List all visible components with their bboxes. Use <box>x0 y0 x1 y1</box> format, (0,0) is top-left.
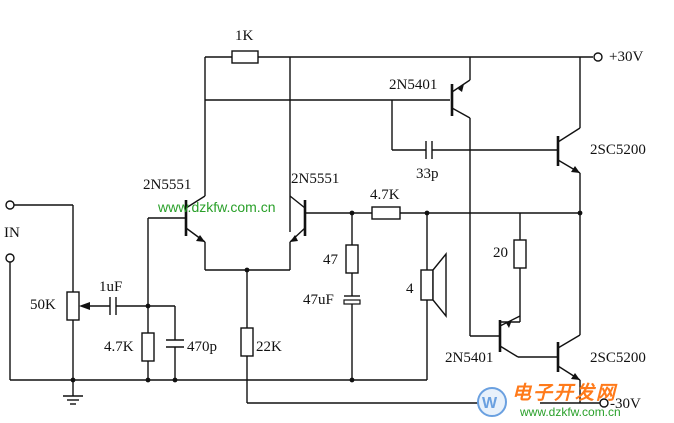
potentiometer-50k <box>66 291 80 321</box>
label-capacitor-470p: 470p <box>187 339 217 355</box>
vplus-terminal <box>593 52 603 62</box>
label-capacitor-33p: 33p <box>416 166 439 182</box>
ground-icon <box>63 395 83 405</box>
label-input: IN <box>4 225 20 241</box>
resistor-20 <box>513 239 527 269</box>
label-capacitor-47uf: 47uF <box>303 292 334 308</box>
transistor-2sc5200-bottom <box>556 334 581 403</box>
resistor-47 <box>345 244 359 274</box>
transistor-2sc5200-top <box>556 127 581 335</box>
label-resistor-20: 20 <box>493 245 508 261</box>
transistor-2n5401-top <box>450 79 471 150</box>
logo-url: www.dzkfw.com.cn <box>520 405 621 419</box>
watermark-url: www.dzkfw.com.cn <box>158 199 276 215</box>
logo-text: 电子开发网 <box>512 382 618 404</box>
label-resistor-4-7k-feedback: 4.7K <box>370 187 400 203</box>
label-2n5401-top: 2N5401 <box>389 77 438 93</box>
resistor-4-7k-feedback <box>371 206 401 220</box>
speaker-icon <box>420 252 447 318</box>
label-resistor-22k: 22K <box>256 339 282 355</box>
label-speaker: 4 <box>406 281 414 297</box>
label-resistor-4-7k-input: 4.7K <box>104 339 134 355</box>
resistor-4-7k-input <box>141 332 155 362</box>
label-vminus: -30V <box>610 396 641 412</box>
potentiometer-wiper <box>79 302 90 310</box>
transistor-2n5401-bottom <box>498 315 558 358</box>
label-vplus: +30V <box>609 49 644 65</box>
label-2sc5200-top: 2SC5200 <box>590 142 646 158</box>
label-2n5401-bottom: 2N5401 <box>445 350 494 366</box>
input-terminal-bottom <box>5 253 15 263</box>
vminus-terminal <box>599 398 609 408</box>
label-potentiometer-50k: 50K <box>30 297 56 313</box>
transistor-2n5551-right <box>289 195 307 270</box>
resistor-1k <box>231 50 259 64</box>
transistor-2n5551-left <box>184 100 206 270</box>
label-2n5551-left: 2N5551 <box>143 177 192 193</box>
label-2n5551-right: 2N5551 <box>291 171 340 187</box>
top-rail-wiring <box>204 56 593 232</box>
label-resistor-47: 47 <box>323 252 338 268</box>
svg-text:W: W <box>482 395 498 412</box>
resistor-22k <box>240 327 254 357</box>
logo-icon: W <box>477 387 507 417</box>
capacitor-47uf-plate-b <box>343 299 361 305</box>
input-terminal-top <box>5 200 15 210</box>
label-resistor-1k: 1K <box>235 28 254 44</box>
label-capacitor-1uf: 1uF <box>99 279 123 295</box>
label-2sc5200-bottom: 2SC5200 <box>590 350 646 366</box>
